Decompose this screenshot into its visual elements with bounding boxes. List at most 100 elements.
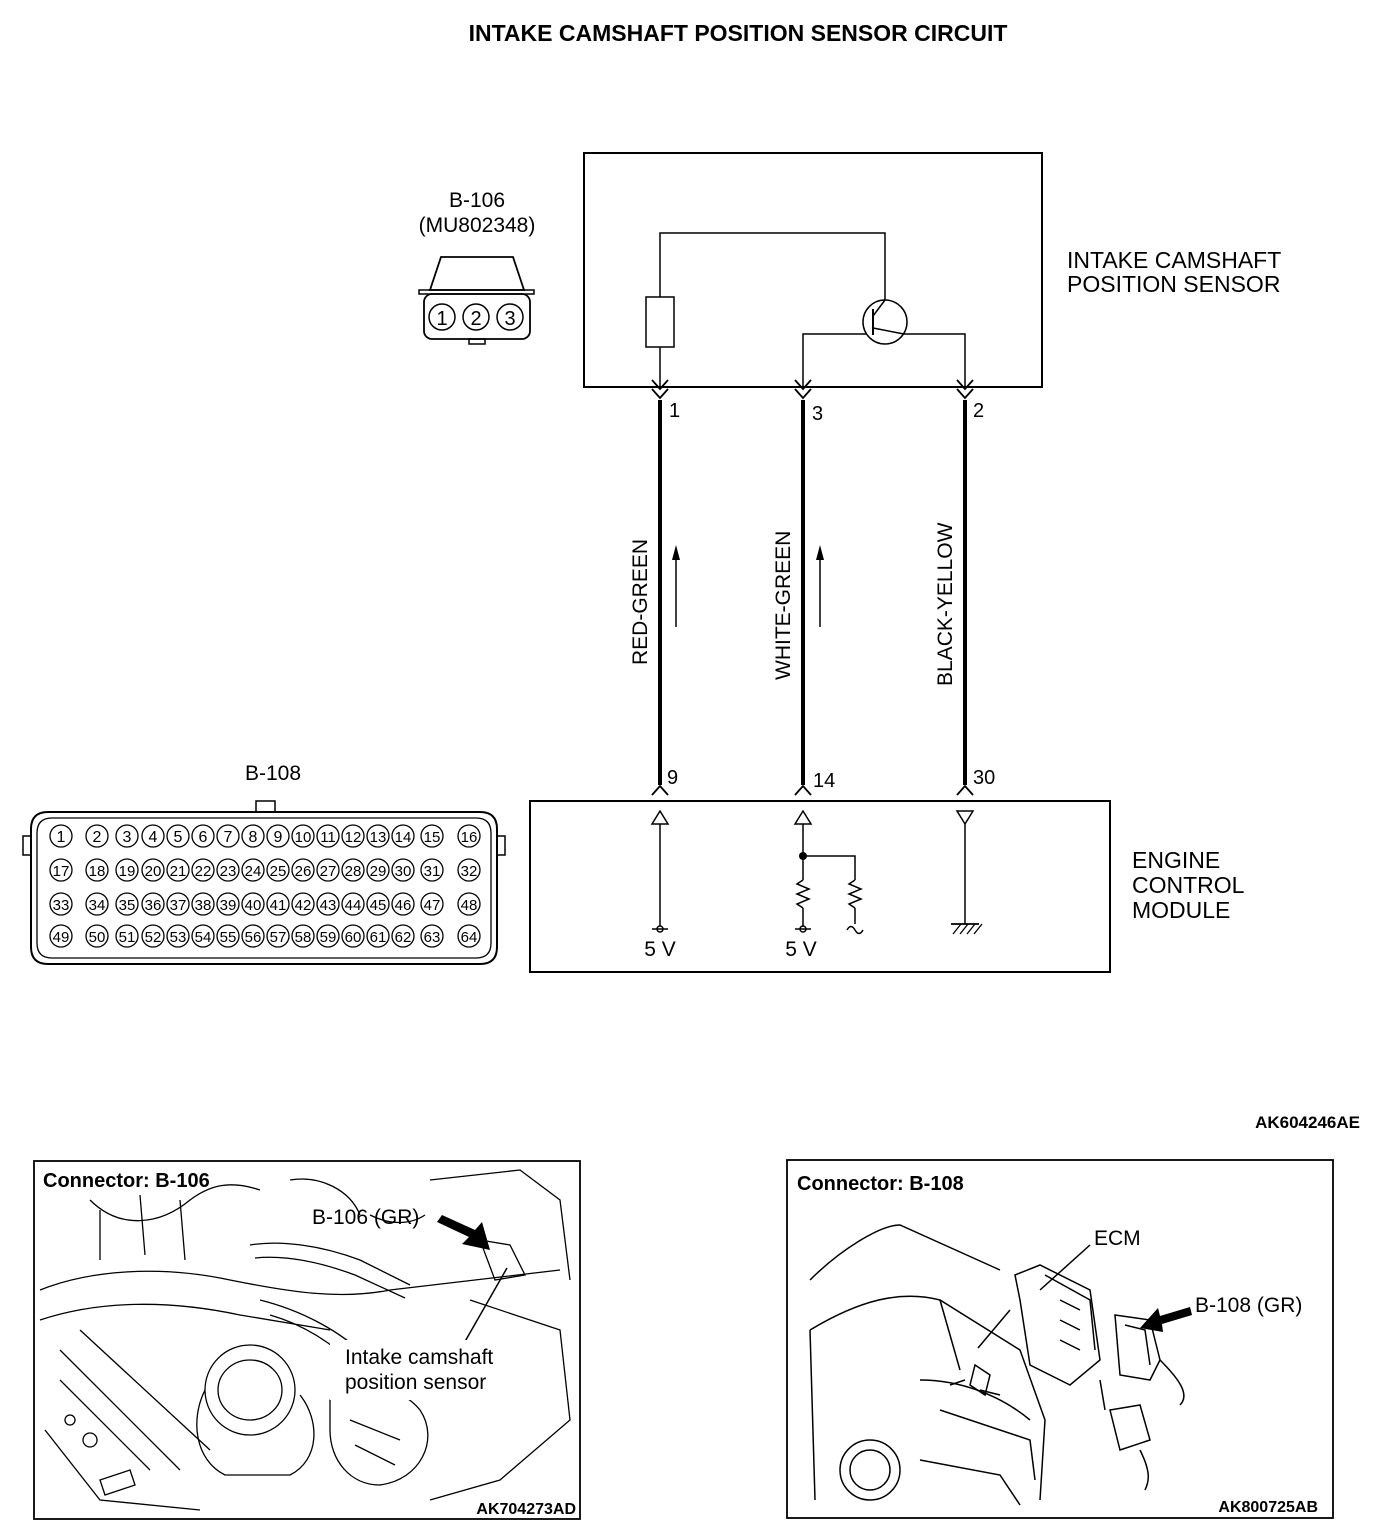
- b108-pin-label: 21: [170, 863, 187, 880]
- b108-pin-label: 38: [195, 897, 212, 914]
- b108-pin-circle: [115, 858, 139, 882]
- b108-pin-label: 54: [195, 929, 212, 946]
- b108-pin-label: 43: [320, 897, 337, 914]
- b108-pin-label: 47: [424, 897, 441, 914]
- panel-right-code: AK800725AB: [1218, 1499, 1318, 1516]
- sensor-pin-label: 1: [669, 400, 680, 422]
- b108-pin-circle: [49, 924, 73, 948]
- b108-pin-label: 5: [174, 829, 183, 846]
- ecm-box: [529, 800, 1111, 973]
- b108-pin-circle: [166, 892, 190, 916]
- b108-pin-label: 28: [345, 863, 362, 880]
- b108-pin-label: 34: [89, 897, 106, 914]
- b108-pin-circle: [241, 858, 265, 882]
- b108-pin-circle: [141, 858, 165, 882]
- wire-color-label: BLACK-YELLOW: [934, 522, 957, 686]
- b108-pin-label: 31: [424, 863, 441, 880]
- b108-pin-label: 48: [461, 897, 478, 914]
- b108-pin-circle: [420, 892, 444, 916]
- wire-color-label: WHITE-GREEN: [772, 531, 795, 680]
- b108-pin-label: 18: [89, 863, 106, 880]
- b106-pin: 2: [470, 308, 481, 330]
- b108-pin-circle: [457, 892, 481, 916]
- b108-pin-label: 29: [370, 863, 387, 880]
- b106-connector-face: [418, 256, 535, 345]
- transistor-symbol: [862, 299, 908, 345]
- b108-pin-label: 15: [424, 829, 441, 846]
- b108-pin-label: 20: [145, 863, 162, 880]
- b108-pin-circle: [166, 858, 190, 882]
- b108-pin-circle: [241, 892, 265, 916]
- sensor-box: [583, 152, 1043, 388]
- b108-pin-circle: [316, 892, 340, 916]
- b108-pin-label: 44: [345, 897, 362, 914]
- b106-pin: 1: [436, 308, 447, 330]
- panel-right-callout: B-108 (GR): [1195, 1294, 1302, 1317]
- b108-pin-label: 59: [320, 929, 337, 946]
- b108-pin-label: 33: [53, 897, 70, 914]
- b108-pin-circle: [341, 824, 365, 848]
- b108-pin-label: 39: [220, 897, 237, 914]
- sensor-pin-label: 2: [973, 400, 984, 422]
- b108-pin-circle: [266, 858, 290, 882]
- b108-pin-circle: [291, 858, 315, 882]
- b108-pin-label: 41: [270, 897, 287, 914]
- b108-pin-circle: [191, 892, 215, 916]
- b108-pin-circle: [391, 924, 415, 948]
- b108-pin-circle: [391, 858, 415, 882]
- b108-pin-label: 45: [370, 897, 387, 914]
- sensor-pin-label: 3: [812, 403, 823, 425]
- wire-harness: [651, 379, 974, 796]
- b108-pin-label: 10: [295, 829, 312, 846]
- b108-pin-label: 49: [53, 929, 70, 946]
- b108-pin-label: 3: [123, 829, 132, 846]
- b108-pin-label: 52: [145, 929, 162, 946]
- b108-pin-label: 22: [195, 863, 212, 880]
- b108-pin-label: 35: [119, 897, 136, 914]
- panel-left-callout: B-106 (GR): [312, 1206, 419, 1229]
- b108-pin-circle: [391, 892, 415, 916]
- b108-pin-circle: [316, 858, 340, 882]
- arrow-icon: [437, 1215, 490, 1250]
- b108-pin-circle: [420, 824, 444, 848]
- b108-pin-circle: [341, 924, 365, 948]
- b108-pin-circle: [266, 824, 290, 848]
- b108-pin-circle: [291, 824, 315, 848]
- ecm-pin-label: 30: [973, 767, 995, 789]
- b108-pin-circle: [191, 924, 215, 948]
- b108-pin-circle: [241, 924, 265, 948]
- b108-pin-label: 61: [370, 929, 387, 946]
- b108-pin-circle: [420, 858, 444, 882]
- panel-left-label-line1: Intake camshaft: [345, 1346, 493, 1369]
- b108-pin-label: 7: [224, 829, 233, 846]
- b108-pin-label: 37: [170, 897, 187, 914]
- b108-connector-face: [22, 800, 506, 965]
- b108-pin-circle: [341, 858, 365, 882]
- b108-pin-label: 26: [295, 863, 312, 880]
- ecm-supply-5v: 5 V: [785, 938, 817, 961]
- b108-pin-circle: [341, 892, 365, 916]
- connector-b108-location-panel: [786, 1159, 1334, 1519]
- b108-pin-label: 30: [395, 863, 412, 880]
- b108-pin-circle: [85, 924, 109, 948]
- b108-pin-circle: [115, 892, 139, 916]
- b108-pin-circle: [266, 924, 290, 948]
- b108-pin-label: 16: [461, 829, 478, 846]
- b108-pin-label: 4: [149, 829, 158, 846]
- panel-right-title: Connector: B-108: [797, 1173, 964, 1195]
- b108-pin-circle: [457, 924, 481, 948]
- b108-pin-label: 64: [461, 929, 478, 946]
- ecm-pin-label: 9: [667, 767, 678, 789]
- wire-color-label: RED-GREEN: [629, 539, 652, 665]
- b108-pin-label: 40: [245, 897, 262, 914]
- b108-pin-circle: [366, 924, 390, 948]
- b108-pin-label: 25: [270, 863, 287, 880]
- b108-pin-label: 58: [295, 929, 312, 946]
- b108-pin-label: 14: [395, 829, 412, 846]
- b108-pin-circle: [216, 892, 240, 916]
- b106-pin: 3: [504, 308, 515, 330]
- b108-pin-label: 1: [57, 829, 66, 846]
- sensor-label-line2: POSITION SENSOR: [1067, 271, 1280, 297]
- b108-pin-circle: [49, 892, 73, 916]
